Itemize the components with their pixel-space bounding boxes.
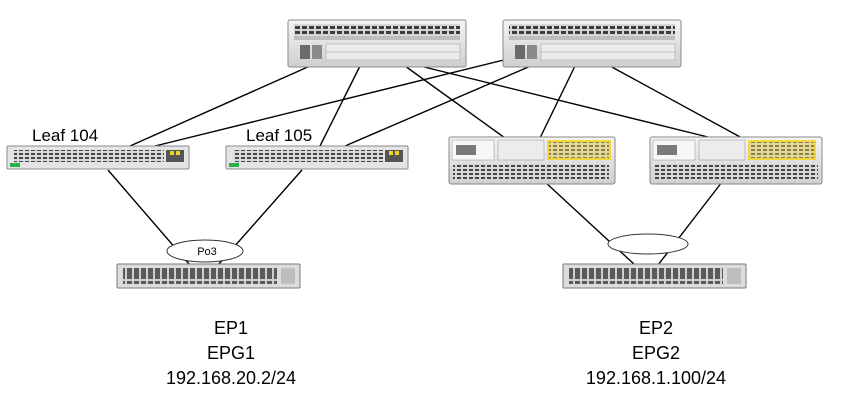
server-ep2 [562, 263, 747, 289]
leaf-switch-4 [649, 136, 823, 185]
port-channel-po3-ellipse [166, 239, 244, 263]
link-spine2-leaf105 [344, 61, 541, 147]
leaf-105-label: Leaf 105 [246, 126, 312, 145]
link-spine2-leaf3 [539, 65, 576, 139]
leaf-switch-104 [6, 145, 190, 170]
leaf-104-label: Leaf 104 [32, 126, 98, 145]
link-spine1-leaf105 [319, 65, 361, 147]
ep2-ip: 192.168.1.100/24 [586, 368, 726, 388]
ep1-epg: EPG1 [207, 343, 255, 363]
spine-switch-2 [502, 19, 682, 68]
ep1-name: EP1 [214, 318, 248, 338]
link-spine1-leaf104 [129, 65, 311, 147]
leaf-switch-105 [225, 145, 409, 170]
link-spine2-leaf104 [154, 55, 521, 147]
ep2-name: EP2 [639, 318, 673, 338]
server-ep1 [116, 263, 301, 289]
ep1-ip: 192.168.20.2/24 [166, 368, 296, 388]
link-spine2-leaf4 [609, 65, 743, 139]
leaf-switch-3 [448, 136, 616, 185]
link-spine1-leaf4 [419, 65, 713, 139]
ep2-epg: EPG2 [632, 343, 680, 363]
link-leaf3-ep2 [544, 181, 636, 266]
spine-switch-1 [287, 19, 467, 68]
port-channel-ep2-ellipse [607, 233, 689, 255]
link-spine1-leaf3 [404, 65, 506, 139]
port-channel-label: Po3 [197, 246, 217, 258]
